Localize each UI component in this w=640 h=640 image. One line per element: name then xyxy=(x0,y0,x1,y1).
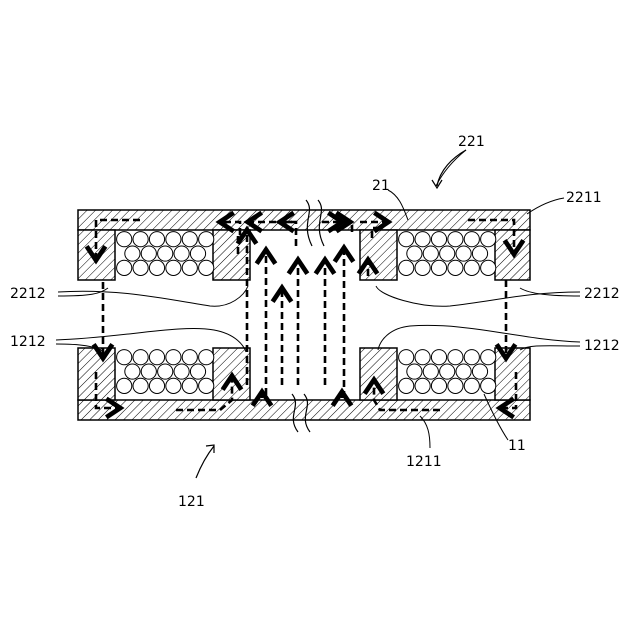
particle xyxy=(407,246,422,261)
particle xyxy=(464,260,479,275)
particle xyxy=(125,246,140,261)
particle xyxy=(182,260,197,275)
particle xyxy=(149,378,164,393)
lower-inner-block-right xyxy=(360,348,397,400)
lower-particles-right xyxy=(399,350,496,394)
particle xyxy=(133,260,148,275)
upper-particles-right xyxy=(399,232,496,276)
particle xyxy=(149,260,164,275)
particle xyxy=(431,260,446,275)
particle xyxy=(481,378,496,393)
lower-particles-left xyxy=(117,350,214,394)
upper-particles-left xyxy=(117,232,214,276)
particle xyxy=(141,246,156,261)
label-upper-plate: 2211 xyxy=(566,190,602,206)
particle xyxy=(448,260,463,275)
particle xyxy=(399,378,414,393)
particle xyxy=(481,232,496,247)
particle xyxy=(415,232,430,247)
particle xyxy=(199,378,214,393)
particle xyxy=(158,246,173,261)
upper-plate xyxy=(78,210,530,230)
upper-outer-block-right xyxy=(495,230,530,280)
particle xyxy=(440,246,455,261)
particle xyxy=(149,350,164,365)
particle xyxy=(440,364,455,379)
particle xyxy=(125,364,140,379)
particle xyxy=(166,260,181,275)
particle xyxy=(456,246,471,261)
particle xyxy=(456,364,471,379)
label-upper-holder-left: 2212 xyxy=(10,286,46,302)
particle xyxy=(415,350,430,365)
particle xyxy=(174,246,189,261)
particle xyxy=(415,378,430,393)
particle xyxy=(464,232,479,247)
particle xyxy=(182,378,197,393)
upper-inner-block-right xyxy=(360,230,397,280)
particle xyxy=(423,364,438,379)
particle xyxy=(166,378,181,393)
particle xyxy=(472,364,487,379)
particle xyxy=(481,260,496,275)
particle xyxy=(141,364,156,379)
particle xyxy=(399,232,414,247)
lower-outer-block-right xyxy=(495,348,530,400)
particle xyxy=(117,232,132,247)
particle xyxy=(448,232,463,247)
particle xyxy=(182,350,197,365)
label-lower-assembly: 121 xyxy=(178,494,205,510)
particle xyxy=(174,364,189,379)
particle xyxy=(448,378,463,393)
particle xyxy=(415,260,430,275)
particle xyxy=(190,246,205,261)
particle xyxy=(117,260,132,275)
label-lower-plate: 1211 xyxy=(406,454,442,470)
label-lower-holder-right: 1212 xyxy=(584,338,620,354)
particle xyxy=(149,232,164,247)
particle xyxy=(431,378,446,393)
particle xyxy=(431,350,446,365)
particle xyxy=(399,350,414,365)
particle xyxy=(448,350,463,365)
particle xyxy=(431,232,446,247)
particle xyxy=(133,350,148,365)
particle xyxy=(190,364,205,379)
particle xyxy=(423,246,438,261)
assembly-arrows xyxy=(196,150,466,478)
particle xyxy=(166,232,181,247)
lower-assembly xyxy=(78,348,530,420)
upper-inner-block-left xyxy=(213,230,250,280)
label-upper-flow-path: 21 xyxy=(372,178,390,194)
label-upper-holder-right: 2212 xyxy=(584,286,620,302)
particle xyxy=(199,260,214,275)
particle xyxy=(481,350,496,365)
particle xyxy=(407,364,422,379)
particle xyxy=(464,350,479,365)
particle xyxy=(166,350,181,365)
lower-plate xyxy=(78,400,530,420)
particle xyxy=(464,378,479,393)
label-upper-assembly: 221 xyxy=(458,134,485,150)
label-lower-particles: 11 xyxy=(508,438,526,454)
particle xyxy=(399,260,414,275)
particle xyxy=(117,350,132,365)
label-lower-holder-left: 1212 xyxy=(10,334,46,350)
upper-assembly xyxy=(78,210,530,280)
particle xyxy=(133,378,148,393)
particle xyxy=(182,232,197,247)
particle xyxy=(199,350,214,365)
particle xyxy=(133,232,148,247)
particle xyxy=(158,364,173,379)
particle xyxy=(117,378,132,393)
particle xyxy=(472,246,487,261)
particle xyxy=(199,232,214,247)
